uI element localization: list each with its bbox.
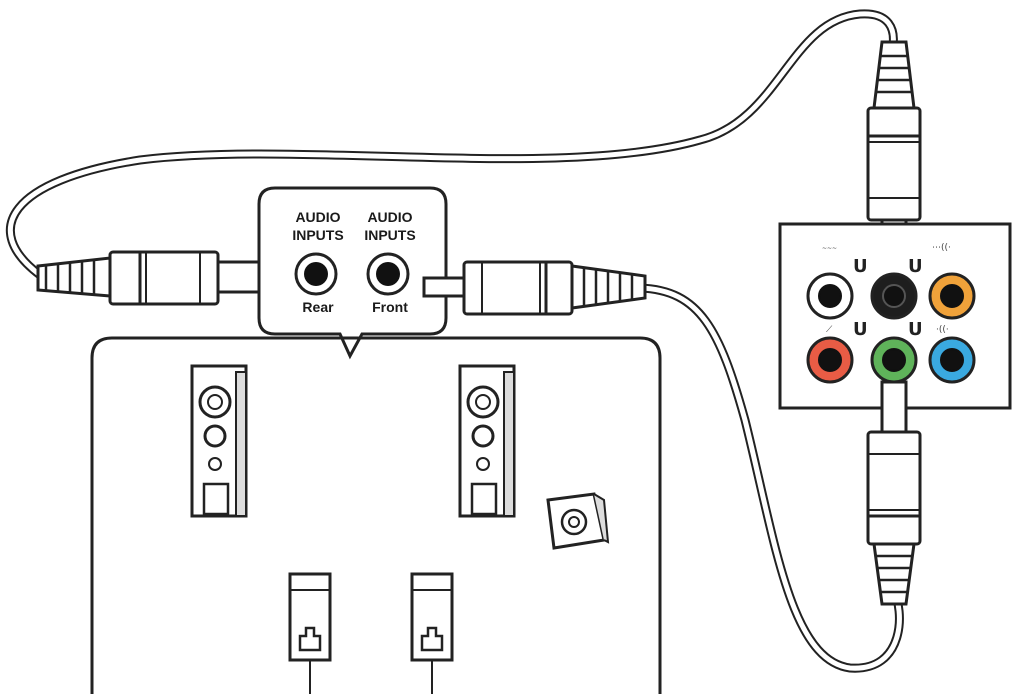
rear-input-jack-icon (294, 252, 338, 296)
rear-rca-plug-icon (36, 250, 262, 306)
svg-text:U: U (853, 319, 868, 340)
front-left-speaker-icon (190, 364, 248, 518)
front-right-speaker-icon (458, 364, 516, 518)
svg-text:⋯((·: ⋯((· (932, 243, 951, 253)
subwoofer-icon (546, 492, 610, 550)
green-jack-icon (870, 336, 918, 384)
light-blue-jack-icon (806, 272, 854, 320)
rear-right-speaker-icon (410, 572, 454, 694)
front-label-line1: AUDIO (367, 209, 412, 225)
rear-label-line1: AUDIO (295, 209, 340, 225)
cable-rear (6, 9, 898, 279)
svg-text:·((·: ·((· (936, 325, 949, 335)
pink-jack-icon (806, 336, 854, 384)
svg-text:U: U (853, 256, 868, 277)
svg-text:U: U (908, 256, 923, 277)
svg-text:~~~: ~~~ (822, 245, 837, 252)
rear-left-speaker-icon (288, 572, 332, 694)
rear-audio-panel: ~~~ ⋯((· ⟋ ·((· U U U U (778, 222, 1012, 410)
cable-front (639, 283, 904, 673)
rear-label: Rear (302, 299, 334, 315)
svg-text:U: U (908, 319, 923, 340)
room-outline (90, 336, 662, 694)
rear-label-line2: INPUTS (292, 227, 343, 243)
front-rca-plug-icon (422, 260, 647, 316)
blue-jack-icon (928, 336, 976, 384)
panel-bottom-rca-plug-icon (866, 380, 922, 606)
front-input-jack-icon (366, 252, 410, 296)
front-label-line2: INPUTS (364, 227, 415, 243)
orange-jack-icon (928, 272, 976, 320)
black-jack-icon (870, 272, 918, 320)
svg-text:⟋: ⟋ (826, 325, 833, 335)
audio-inputs-callout: AUDIO INPUTS AUDIO INPUTS Rear Front (257, 186, 448, 360)
front-label: Front (372, 299, 408, 315)
